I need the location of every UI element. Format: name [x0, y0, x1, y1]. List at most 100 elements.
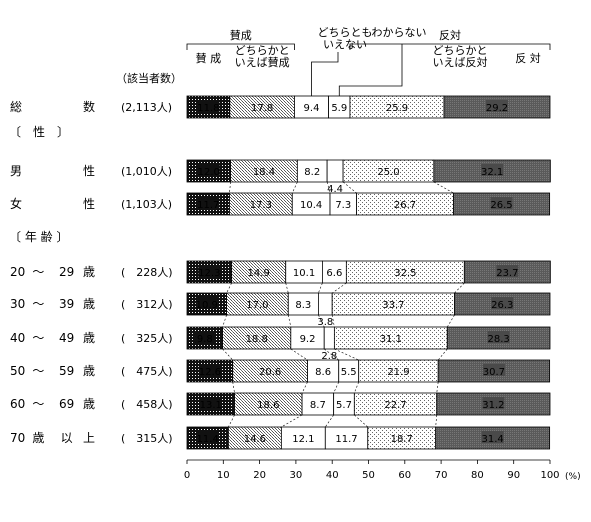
row-label: ～ — [32, 364, 44, 378]
row-label: ～ — [32, 297, 44, 311]
connector-line — [290, 348, 308, 361]
connector-line — [435, 414, 438, 428]
legend-label-s5: いえば反対 — [433, 55, 488, 69]
connector-line — [301, 381, 308, 394]
data-label-bg — [487, 331, 510, 343]
data-label: 11.7 — [197, 200, 219, 211]
connector-line — [454, 282, 465, 294]
row-label: 性 — [83, 164, 95, 178]
group-bracket — [186, 43, 295, 50]
data-label: 17.8 — [251, 103, 273, 114]
data-label-bg — [481, 431, 504, 443]
x-tick-label: 70 — [435, 470, 448, 481]
data-label: 32.5 — [394, 268, 416, 279]
data-label: 18.4 — [253, 167, 275, 178]
data-label: 6.6 — [326, 268, 342, 279]
connector-line — [433, 181, 454, 194]
legend-label-s2: いえば賛成 — [235, 55, 290, 69]
row-count: ( 228人) — [121, 266, 173, 279]
data-label: 9.4 — [304, 103, 320, 114]
x-tick-label: 30 — [290, 470, 303, 481]
data-label-bg — [198, 364, 221, 376]
row-label: 39 — [59, 297, 74, 311]
data-label: 12.3 — [198, 268, 220, 279]
data-label-bg — [199, 397, 222, 409]
row-label: 40 — [10, 331, 25, 345]
row-count: ( 325人) — [121, 332, 173, 345]
data-label: 23.7 — [496, 268, 518, 279]
connector-line — [332, 282, 347, 294]
bar-segment-s4 — [318, 292, 333, 316]
connector-line — [354, 414, 368, 428]
x-tick-label: 50 — [362, 470, 375, 481]
data-label: 21.9 — [387, 367, 409, 378]
connector-line — [437, 348, 448, 361]
data-label-bg — [486, 100, 509, 112]
data-label-bg — [196, 431, 219, 443]
data-label: 33.7 — [382, 300, 404, 311]
section-label: 〔 年 齢 〕 — [9, 229, 68, 244]
row-label: 以 — [61, 431, 73, 445]
data-label-bg — [482, 364, 505, 376]
connector-lines — [222, 181, 465, 428]
data-label: 4.4 — [327, 184, 343, 195]
connector-line — [334, 348, 359, 361]
data-label-bg — [197, 164, 220, 176]
row-label: ～ — [32, 331, 44, 345]
row-label: 歳 — [83, 331, 95, 345]
connector-line — [226, 282, 232, 294]
data-label-bg — [198, 265, 221, 277]
bar-segment-s4 — [326, 159, 344, 183]
row-label: 男 — [10, 164, 22, 178]
row-count: ( 315人) — [121, 432, 173, 445]
data-label: 18.6 — [257, 400, 279, 411]
row-label: 歳 — [83, 297, 95, 311]
row-count: ( 458人) — [121, 398, 173, 411]
data-label: 11.8 — [197, 103, 219, 114]
row-count: ( 475人) — [121, 365, 173, 378]
row-label: 歳 — [83, 265, 95, 279]
legend-label-s3: いえない — [323, 38, 367, 51]
x-tick-label: 90 — [507, 470, 520, 481]
connector-line — [326, 181, 331, 194]
row-label: 女 — [10, 196, 22, 211]
data-label: 11.7 — [335, 434, 357, 445]
data-label: 25.9 — [386, 103, 408, 114]
data-label: 5.5 — [341, 367, 357, 378]
row-label: 29 — [59, 265, 74, 279]
data-label: 5.7 — [336, 400, 352, 411]
row-label: 性 — [83, 197, 95, 211]
row-label: 50 — [10, 364, 25, 378]
row-label: 総 — [10, 100, 22, 114]
data-label: 9.8 — [197, 334, 213, 345]
row-label: ～ — [32, 265, 44, 279]
data-label: 8.2 — [304, 167, 320, 178]
data-label: 10.1 — [293, 268, 315, 279]
x-tick-label: 60 — [398, 470, 411, 481]
row-label: ～ — [32, 397, 44, 411]
data-label: 8.3 — [295, 300, 311, 311]
data-label-bg — [496, 265, 519, 277]
row-label: 歳 — [83, 397, 95, 411]
connector-line — [342, 181, 357, 194]
data-label-bg — [197, 197, 220, 209]
row-label: 59 — [59, 364, 74, 378]
data-label: 31.4 — [482, 434, 504, 445]
connector-line — [354, 381, 359, 394]
legend-header: 賛成反対賛 成どちらかといえば賛成どちらともいえないわからないどちらかといえば反… — [186, 26, 551, 96]
data-label: 25.0 — [377, 167, 399, 178]
row-label: 歳 — [83, 364, 95, 378]
data-label: 12.1 — [292, 434, 314, 445]
data-label: 32.1 — [481, 167, 503, 178]
connector-line — [333, 381, 340, 394]
row-label: 上 — [83, 431, 95, 445]
data-label-bg — [490, 197, 513, 209]
connector-line — [222, 348, 233, 361]
row-label: 60 — [10, 397, 25, 411]
data-label: 3.8 — [317, 317, 333, 328]
row-label: 69 — [59, 397, 74, 411]
section-label: 〔 性 〕 — [9, 125, 69, 139]
